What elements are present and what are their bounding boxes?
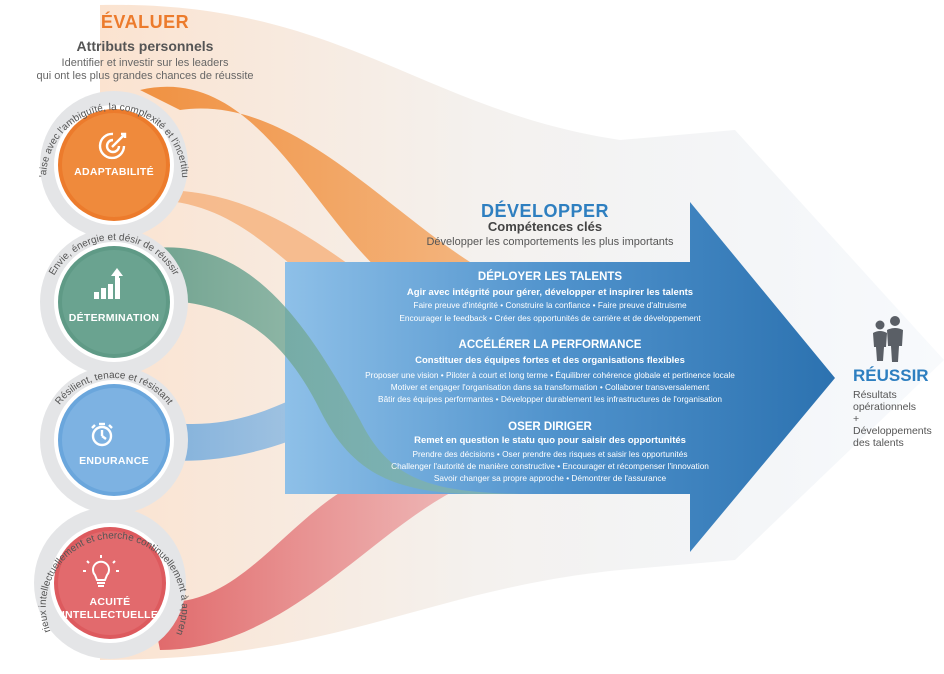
succeed-title: RÉUSSIR: [853, 366, 929, 385]
evaluate-description-line1: Identifier et investir sur les leaders: [61, 57, 229, 69]
stopwatch-icon: [91, 422, 113, 447]
section-title-accelerate-performance: ACCÉLÉRER LA PERFORMANCE: [458, 339, 642, 351]
section-title-deploy-talents: DÉPLOYER LES TALENTS: [477, 271, 623, 283]
evaluate-title: ÉVALUER: [100, 12, 190, 32]
section-line: Encourager le feedback • Créer des oppor…: [399, 313, 701, 323]
main-arrow: [285, 202, 835, 552]
section-line: Motiver et engager l'organisation dans s…: [390, 382, 710, 392]
section-title-dare-to-lead: OSER DIRIGER: [508, 421, 592, 433]
green-ribbon: [140, 247, 520, 494]
section-subtitle-deploy-talents: Agir avec intégrité pour gérer, développ…: [406, 287, 694, 298]
succeed-line: opérationnels: [853, 401, 917, 413]
evaluate-subtitle: Attributs personnels: [76, 38, 214, 54]
label-intellectual-acuity-line1: ACUITÉ: [89, 596, 131, 608]
section-line: Challenger l'autorité de manière constru…: [391, 461, 709, 471]
succeed-line: des talents: [853, 437, 904, 449]
growth-chart-icon: [94, 268, 123, 299]
develop-title: DÉVELOPPER: [480, 201, 610, 221]
section-line: Bâtir des équipes performantes • Dévelop…: [378, 394, 722, 404]
evaluate-description-line2: qui ont les plus grandes chances de réus…: [36, 70, 254, 82]
lightbulb-icon: [83, 555, 119, 587]
section-line: Faire preuve d'intégrité • Construire la…: [413, 300, 687, 310]
orange-ribbon: [140, 86, 560, 300]
circle-determination: [40, 228, 188, 376]
succeed-line: Résultats: [853, 389, 897, 401]
circle-intellectual-acuity: [34, 507, 186, 659]
develop-description: Développer les comportements les plus im…: [426, 236, 674, 248]
section-subtitle-accelerate-performance: Constituer des équipes fortes et des org…: [415, 355, 685, 366]
label-adaptability: ADAPTABILITÉ: [74, 166, 154, 178]
succeed-line: Développements: [853, 425, 932, 437]
people-icon: [873, 316, 903, 362]
red-ribbon: [150, 470, 520, 650]
evaluate-description: Identifier et investir sur les leaders q…: [10, 57, 280, 83]
succeed-line: +: [853, 413, 860, 425]
develop-subtitle: Compétences clés: [487, 219, 603, 234]
section-line: Savoir changer sa propre approche • Démo…: [433, 473, 667, 483]
circle-adaptability: [40, 91, 188, 239]
target-icon: [98, 132, 127, 160]
section-line: Proposer une vision • Piloter à court et…: [365, 370, 735, 380]
circle-endurance: [40, 366, 188, 514]
label-endurance: ENDURANCE: [79, 455, 149, 467]
label-intellectual-acuity-line2: INTELLECTUELLE: [61, 609, 159, 621]
section-line: Prendre des décisions • Oser prendre des…: [412, 449, 688, 459]
section-subtitle-dare-to-lead: Remet en question le statu quo pour sais…: [414, 435, 686, 446]
label-determination: DÉTERMINATION: [68, 312, 160, 324]
